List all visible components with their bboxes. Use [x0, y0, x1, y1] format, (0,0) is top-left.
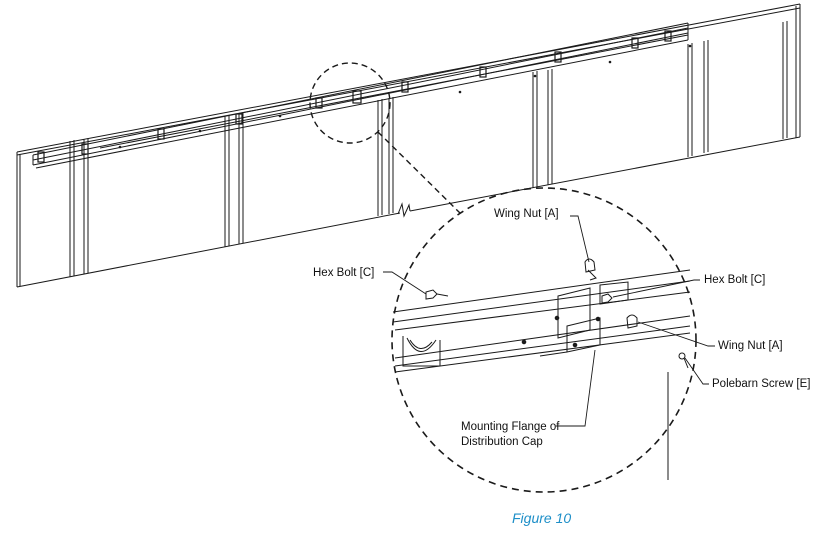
callout-wing-nut-right: Wing Nut [A]: [718, 340, 783, 352]
hex-bolt-right: [601, 293, 613, 304]
callout-wing-nut-top: Wing Nut [A]: [494, 208, 559, 220]
callout-mounting-flange-line2: Distribution Cap: [461, 436, 543, 448]
detail-connector: [377, 131, 463, 216]
wall-posts: [69, 21, 788, 277]
wing-nut-top: [584, 258, 597, 281]
detail-zoom: [391, 187, 697, 493]
wall-panel: [16, 3, 801, 288]
callout-hex-bolt-left: Hex Bolt [C]: [313, 267, 375, 279]
screw-dots: [118, 44, 692, 149]
polebarn-screw: [678, 352, 689, 369]
callout-mounting-flange-line1: Mounting Flange of: [461, 421, 560, 433]
callout-polebarn-screw: Polebarn Screw [E]: [712, 378, 811, 390]
wing-nut-right: [626, 314, 638, 329]
detail-highlight-circle: [309, 62, 391, 144]
leader-lines: [383, 215, 715, 427]
hex-bolt-left: [425, 289, 449, 300]
callout-mounting-flange: Mounting Flange of Distribution Cap: [461, 420, 581, 450]
callout-hex-bolt-right: Hex Bolt [C]: [704, 274, 766, 286]
figure-caption: Figure 10: [512, 510, 572, 526]
mounting-brackets: [37, 30, 672, 163]
